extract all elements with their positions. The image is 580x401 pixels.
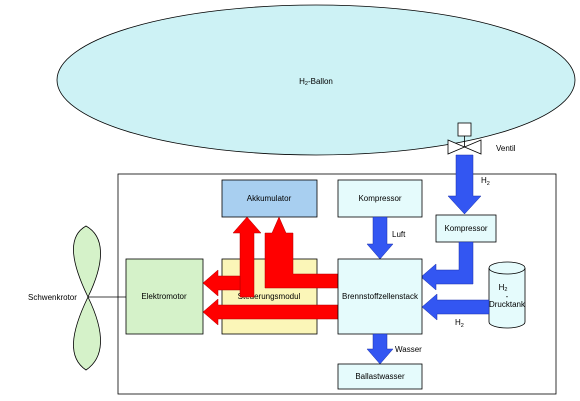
valve-label: Ventil <box>496 144 516 153</box>
drucktank-label-h2: H2 <box>499 283 508 293</box>
akkumulator-label: Akkumulator <box>247 194 292 203</box>
akkumulator-box <box>221 179 318 218</box>
power-arrow-accu-right <box>264 216 339 289</box>
kompressor-h2-box <box>435 214 497 243</box>
valve-body-left <box>447 139 466 155</box>
valve-actuator <box>457 122 472 137</box>
power-arrow-steuerung-motor <box>202 269 241 297</box>
kompressor-air-box <box>337 179 423 218</box>
luft-label: Luft <box>392 230 406 239</box>
brennstoffzellenstack-label: Brennstoffzellenstack <box>342 292 419 301</box>
schwenkrotor-label: Schwenkrotor <box>28 293 77 302</box>
balloon-label: H2-Ballon <box>299 77 333 87</box>
drucktank-label-dash: - <box>506 292 509 301</box>
wasser-label: Wasser <box>395 345 422 354</box>
h2-balloon <box>56 4 576 156</box>
kompressor-h2-label: Kompressor <box>444 224 487 233</box>
h2-supply-arrow <box>447 154 482 215</box>
wasser-arrow <box>366 333 394 365</box>
h2-compressed-arrow <box>420 241 474 291</box>
drucktank-top <box>488 261 526 275</box>
rotor-blade-lower <box>73 296 101 371</box>
ballastwasser-label: Ballastwasser <box>355 372 405 381</box>
elektromotor-label: Elektromotor <box>141 292 187 301</box>
ballastwasser-box <box>337 363 423 390</box>
h2-supply-label: H2 <box>481 176 490 187</box>
kompressor-air-label: Kompressor <box>358 194 401 203</box>
brennstoffzellenstack-box <box>337 258 423 335</box>
luft-arrow <box>366 216 394 260</box>
h2-tank-label: H2 <box>455 318 464 329</box>
drucktank-label-name: Drucktank <box>489 300 526 309</box>
elektromotor-box <box>125 258 204 335</box>
steuerungsmodul-label: Steuerungsmodul <box>238 292 301 301</box>
drucktank-cylinder <box>488 268 526 329</box>
valve-body-right <box>463 139 482 155</box>
rotor-blade-upper <box>73 225 101 298</box>
h2-tank-arrow <box>421 293 490 321</box>
power-arrow-stack-motor <box>202 298 339 326</box>
